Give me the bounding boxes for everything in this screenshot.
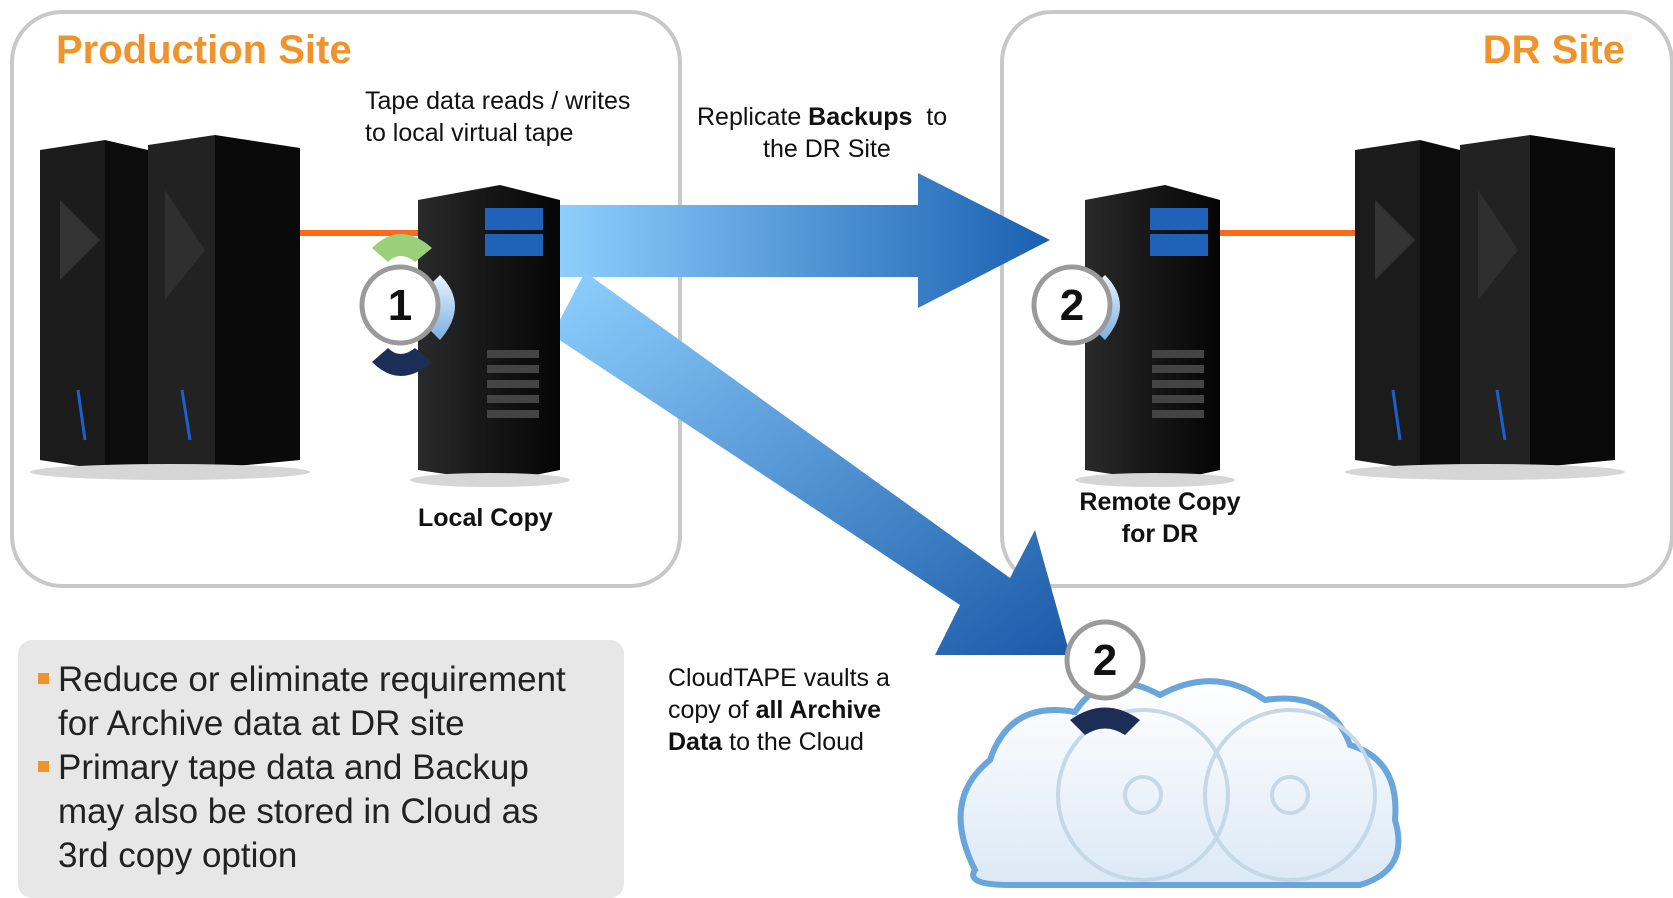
- replicate-post: to: [912, 103, 948, 131]
- tape-io-caption: Tape data reads / writes to local virtua…: [365, 85, 630, 149]
- replicate-pre: Replicate: [697, 103, 809, 131]
- bullet-2-line1: Primary tape data and Backup: [58, 748, 529, 787]
- summary-panel: Reduce or eliminate requirement for Arch…: [18, 640, 624, 898]
- cloud-caption: CloudTAPE vaults a copy of all Archive D…: [668, 662, 890, 758]
- remote-server-rack: [1075, 185, 1235, 487]
- bullet-item: Primary tape data and Backup may also be…: [38, 746, 610, 878]
- dr-mainframe: [1345, 135, 1625, 480]
- bullet-marker: [38, 673, 49, 684]
- remote-copy-line2: for DR: [1121, 520, 1199, 548]
- bullet-item: Reduce or eliminate requirement for Arch…: [38, 658, 610, 746]
- step-2-remote-number: 2: [1059, 281, 1085, 330]
- bullet-marker: [38, 761, 49, 772]
- replicate-line2: the DR Site: [763, 135, 891, 163]
- cloud-line2-pre: copy of: [668, 696, 756, 724]
- bullet-1-line1: Reduce or eliminate requirement: [58, 660, 566, 699]
- tape-io-line1: Tape data reads / writes: [365, 87, 631, 115]
- production-site-title: Production Site: [56, 28, 352, 72]
- step-2-remote-badge: [1031, 264, 1120, 346]
- cloud-line2-bold: all Archive: [755, 696, 882, 724]
- remote-copy-label: Remote Copy for DR: [1060, 486, 1260, 550]
- cloud-storage: [957, 678, 1402, 888]
- bullet-1-line2: for Archive data at DR site: [58, 704, 465, 743]
- replicate-bold: Backups: [808, 103, 913, 131]
- remote-copy-line1: Remote Copy: [1079, 488, 1241, 516]
- step-1-badge: [359, 234, 455, 376]
- step-2-cloud-badge: [1064, 619, 1146, 701]
- replicate-caption: Replicate Backups to the DR Site: [697, 101, 997, 165]
- step-2-cloud-number: 2: [1092, 636, 1118, 685]
- production-mainframe: [30, 135, 310, 480]
- cloud-line1: CloudTAPE vaults a: [668, 664, 890, 692]
- tape-io-line2: to local virtual tape: [365, 119, 574, 147]
- dr-site-title: DR Site: [1482, 28, 1625, 72]
- cloud-vault-arrow: [552, 272, 1070, 655]
- bullet-2-line3: 3rd copy option: [58, 836, 298, 875]
- local-copy-label: Local Copy: [418, 504, 553, 532]
- replicate-arrow: [552, 173, 1050, 308]
- step-1-number: 1: [387, 281, 413, 330]
- bullet-2-line2: may also be stored in Cloud as: [58, 792, 539, 831]
- cloud-line3-post: to the Cloud: [722, 728, 864, 756]
- cloud-line3-bold: Data: [668, 728, 723, 756]
- local-server-rack: [410, 185, 570, 487]
